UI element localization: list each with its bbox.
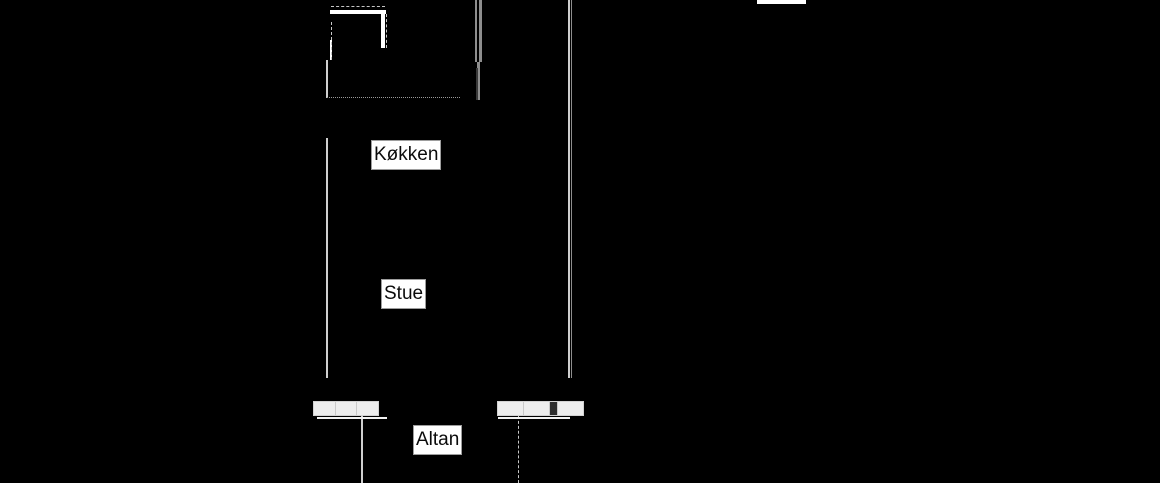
wall-mid-vert-d bbox=[476, 68, 478, 100]
railing-segment bbox=[336, 402, 358, 415]
balcony-railing-right-edge bbox=[498, 417, 570, 419]
guide-bath-left-dashed bbox=[331, 22, 332, 60]
railing-segment bbox=[558, 402, 583, 415]
guide-bath-top-dashed bbox=[331, 6, 385, 7]
guide-balcony-right-edge bbox=[518, 416, 519, 483]
wall-mid-vert-b bbox=[479, 0, 482, 62]
room-label-kokken[interactable]: Køkken bbox=[371, 140, 442, 170]
guide-bath-right-dashed bbox=[386, 14, 387, 48]
railing-segment bbox=[314, 402, 336, 415]
wall-left-main bbox=[326, 138, 328, 378]
railing-segment bbox=[498, 402, 524, 415]
balcony-railing-left bbox=[313, 401, 379, 416]
wall-upper-left bbox=[326, 60, 328, 98]
railing-post bbox=[550, 402, 558, 415]
room-label-stue[interactable]: Stue bbox=[381, 279, 427, 309]
railing-segment bbox=[357, 402, 378, 415]
guide-balcony-left-edge bbox=[361, 416, 363, 483]
wall-mid-vert-c bbox=[477, 62, 480, 100]
wall-right-main-inner bbox=[571, 0, 572, 378]
wall-bath-top bbox=[330, 10, 386, 14]
top-dimension-marker bbox=[757, 0, 806, 4]
wall-bath-right bbox=[381, 10, 385, 48]
room-label-altan[interactable]: Altan bbox=[413, 425, 463, 455]
balcony-railing-right bbox=[497, 401, 584, 416]
balcony-railing-left-edge bbox=[317, 417, 387, 419]
wall-right-main bbox=[568, 0, 570, 378]
wall-upper-bottom-guide bbox=[327, 97, 460, 98]
wall-mid-vert-a bbox=[475, 0, 477, 62]
railing-segment bbox=[524, 402, 550, 415]
